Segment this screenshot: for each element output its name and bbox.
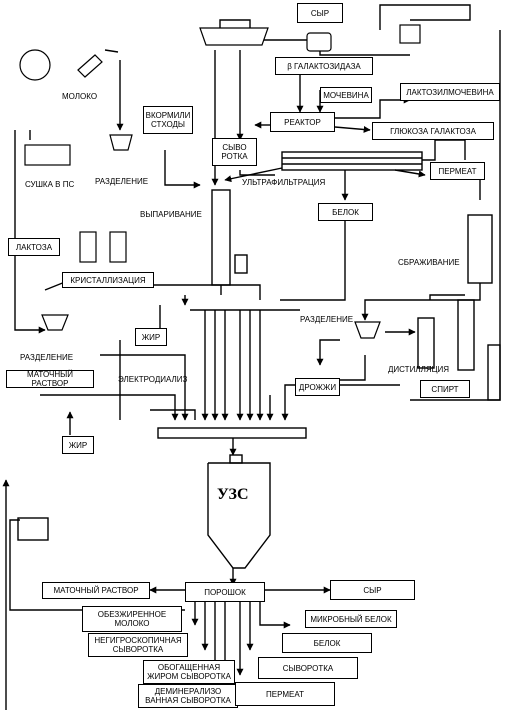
- lactose-box: ЛАКТОЗА: [8, 238, 60, 256]
- reactor-box: РЕАКТОР: [270, 112, 335, 132]
- dryer-label: УЗС: [217, 486, 249, 503]
- beta-galactosidase-box: β ГАЛАКТОЗИДАЗА: [275, 57, 373, 75]
- product-microbial-protein: МИКРОБНЫЙ БЕЛОК: [305, 610, 397, 628]
- separation-left-label: РАЗДЕЛЕНИЕ: [20, 353, 74, 362]
- drying-label: СУШКА В ПС: [25, 180, 75, 189]
- product-protein: БЕЛОК: [282, 633, 372, 653]
- separation-mid-label: РАЗДЕЛЕНИЕ: [300, 315, 354, 324]
- product-permeate: ПЕРМЕАТ: [235, 682, 335, 706]
- mother-liquor-box: МАТОЧНЫЙ РАСТВОР: [6, 370, 94, 388]
- cheese-press-icon: [306, 32, 332, 52]
- spirit-box: СПИРТ: [420, 380, 470, 398]
- fat-mid-box: ЖИР: [135, 328, 167, 346]
- crystallizer-icon-2: [109, 231, 127, 263]
- distillation-label: ДИСТИЛЛЯЦИЯ: [388, 365, 450, 374]
- separator-icon: [109, 134, 133, 151]
- product-cheese: СЫР: [330, 580, 415, 600]
- separator-mid-icon: [354, 321, 381, 339]
- cow-icon: [19, 49, 51, 81]
- separation-top-label: РАЗДЕЛЕНИЕ: [95, 177, 149, 186]
- urea-box: МОЧЕВИНА: [320, 87, 372, 103]
- milk-label: МОЛОКО: [62, 92, 98, 101]
- product-nonhygroscopic-whey: НЕГИГРОСКОПИЧНАЯ СЫВОРОТКА: [88, 633, 188, 657]
- product-skim-milk: ОБЕЗЖИРЕННОЕ МОЛОКО: [82, 606, 182, 632]
- centrifuge-icon: [199, 27, 269, 46]
- product-whey: СЫВОРОТКА: [258, 657, 358, 679]
- lactosylurea-box: ЛАКТОЗИЛМОЧЕВИНА: [400, 83, 500, 101]
- crystallization-box: КРИСТАЛЛИЗАЦИЯ: [62, 272, 154, 288]
- product-demineralized-whey: ДЕМИНЕРАЛИЗО ВАННАЯ СЫВОРОТКА: [138, 684, 238, 708]
- milk-bottle-icon: [77, 54, 103, 78]
- glucose-galactose-box: ГЛЮКОЗА ГАЛАКТОЗА: [372, 122, 494, 140]
- whey-box: СЫВО РОТКА: [212, 138, 257, 166]
- powder-box: ПОРОШОК: [185, 582, 265, 602]
- dryer-drum-icon: [24, 144, 71, 166]
- crystallizer-icon: [79, 231, 97, 263]
- permeate-top-box: ПЕРМЕАТ: [430, 162, 485, 180]
- cheese-top-box: СЫР: [297, 3, 343, 23]
- protein-top-box: БЕЛОК: [318, 203, 373, 221]
- fat-bottom-box: ЖИР: [62, 436, 94, 454]
- separator-left-icon: [41, 314, 69, 331]
- electrodialysis-label: ЭЛЕКТРОДИАЛИЗ: [118, 375, 188, 384]
- product-fat-enriched-whey: ОБОГАЩЕННАЯ ЖИРОМ СЫВОРОТКА: [143, 660, 235, 684]
- product-mother-liquor: МАТОЧНЫЙ РАСТВОР: [42, 582, 150, 599]
- feed-waste-box: ВКОРМИЛИ СТХОДЫ: [143, 106, 193, 134]
- pump-icon: [399, 24, 421, 44]
- evaporation-label: ВЫПАРИВАНИЕ: [140, 210, 202, 219]
- yeast-box: ДРОЖЖИ: [295, 378, 340, 396]
- ultrafiltration-label: УЛЬТРАФИЛЬТРАЦИЯ: [242, 178, 326, 187]
- fermentation-label: СБРАЖИВАНИЕ: [398, 258, 460, 267]
